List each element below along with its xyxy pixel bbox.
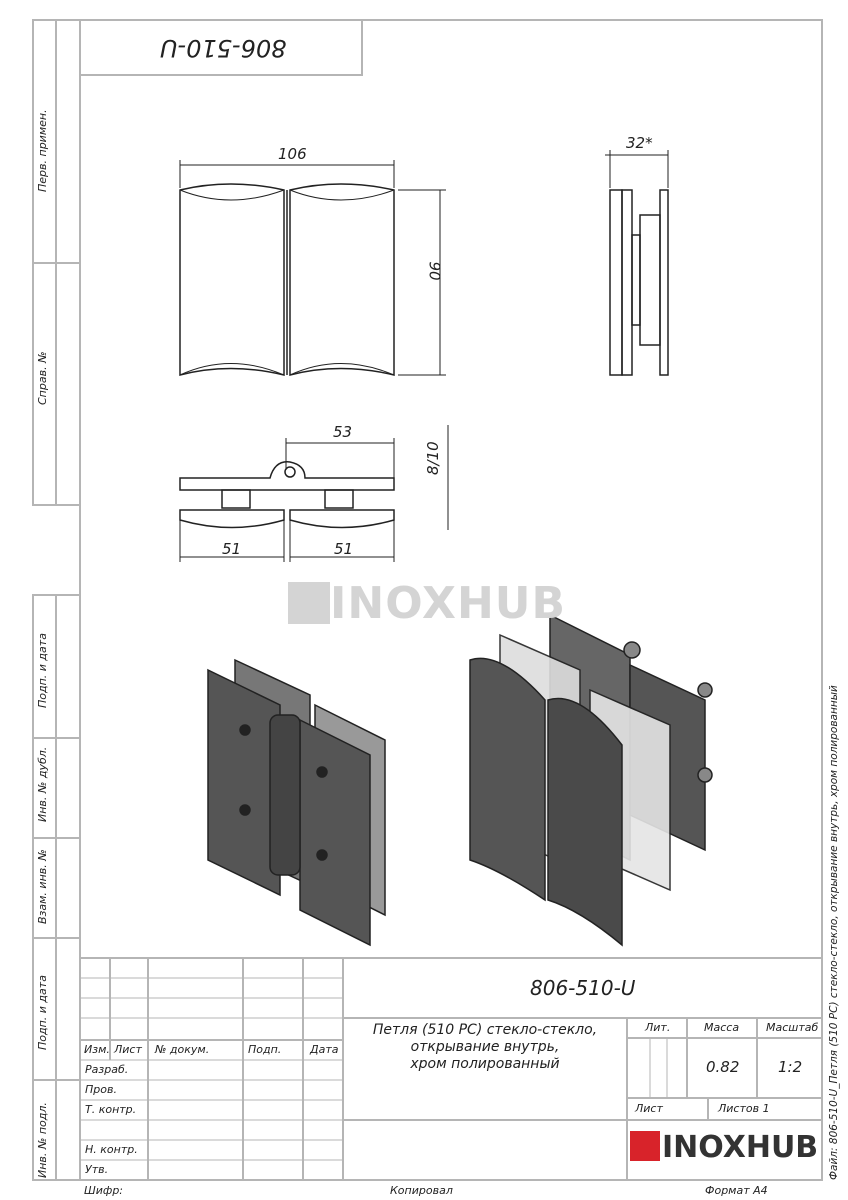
watermark: INOXHUB [288, 578, 566, 629]
col-header: № докум. [155, 1043, 210, 1056]
top-view [179, 461, 395, 529]
side-label: Взам. инв. № [36, 849, 49, 924]
role-label: Н. контр. [85, 1143, 138, 1156]
drawing-code-rotated: 806-510-U [160, 34, 287, 62]
scale-value: 1:2 [778, 1058, 803, 1076]
scale-label: Масштаб [766, 1021, 819, 1034]
iso-view-exploded [469, 613, 713, 947]
dim-height: 90 [425, 261, 444, 281]
iso-view-assembled [207, 658, 386, 947]
col-header: Подп. [248, 1043, 282, 1056]
side-label: Инв. № подл. [36, 1102, 49, 1178]
product-name: Петля (510 PC) стекло-стекло, открывание… [343, 1022, 627, 1073]
copied-label: Копировал [390, 1184, 453, 1197]
mass-label: Масса [704, 1021, 740, 1034]
col-header: Лист [114, 1043, 142, 1056]
name-line: хром полированный [410, 1056, 560, 1072]
cipher-label: Шифр: [84, 1184, 124, 1197]
side-label: Инв. № дубл. [36, 746, 49, 822]
col-header: Изм. [84, 1043, 110, 1056]
name-line: Петля (510 PC) стекло-стекло, [372, 1022, 598, 1038]
dim-half: 53 [333, 423, 353, 441]
format-label: Формат А4 [705, 1184, 768, 1197]
role-label: Разраб. [85, 1063, 129, 1076]
dim-width: 106 [278, 145, 307, 163]
title-code: 806-510-U [530, 976, 636, 1000]
watermark-logo-icon [288, 582, 330, 624]
side-label: Подп. и дата [36, 633, 49, 708]
side-label: Перв. примен. [36, 109, 49, 192]
logo-mark-icon [630, 1131, 660, 1161]
lit-label: Лит. [645, 1021, 671, 1034]
dim-thickness: 8/10 [424, 441, 442, 475]
dim-right: 51 [334, 540, 354, 558]
file-label: Файл: 806-510-U_Петля (510 PC) стекло-ст… [828, 685, 840, 1180]
sheet-label: Лист [635, 1102, 663, 1115]
mass-value: 0.82 [706, 1058, 740, 1076]
side-label: Подп. и дата [36, 975, 49, 1050]
side-label: Справ. № [36, 351, 49, 405]
front-view [179, 183, 395, 376]
inoxhub-logo: INOXHUB [630, 1130, 818, 1165]
dim-left: 51 [222, 540, 242, 558]
role-label: Утв. [85, 1163, 109, 1176]
role-label: Т. контр. [85, 1103, 137, 1116]
dim-depth: 32* [626, 134, 653, 152]
col-header: Дата [310, 1043, 339, 1056]
name-line: открывание внутрь, [410, 1039, 560, 1055]
sheets-label: Листов 1 [718, 1102, 770, 1115]
role-label: Пров. [85, 1083, 117, 1096]
side-view [609, 189, 669, 376]
